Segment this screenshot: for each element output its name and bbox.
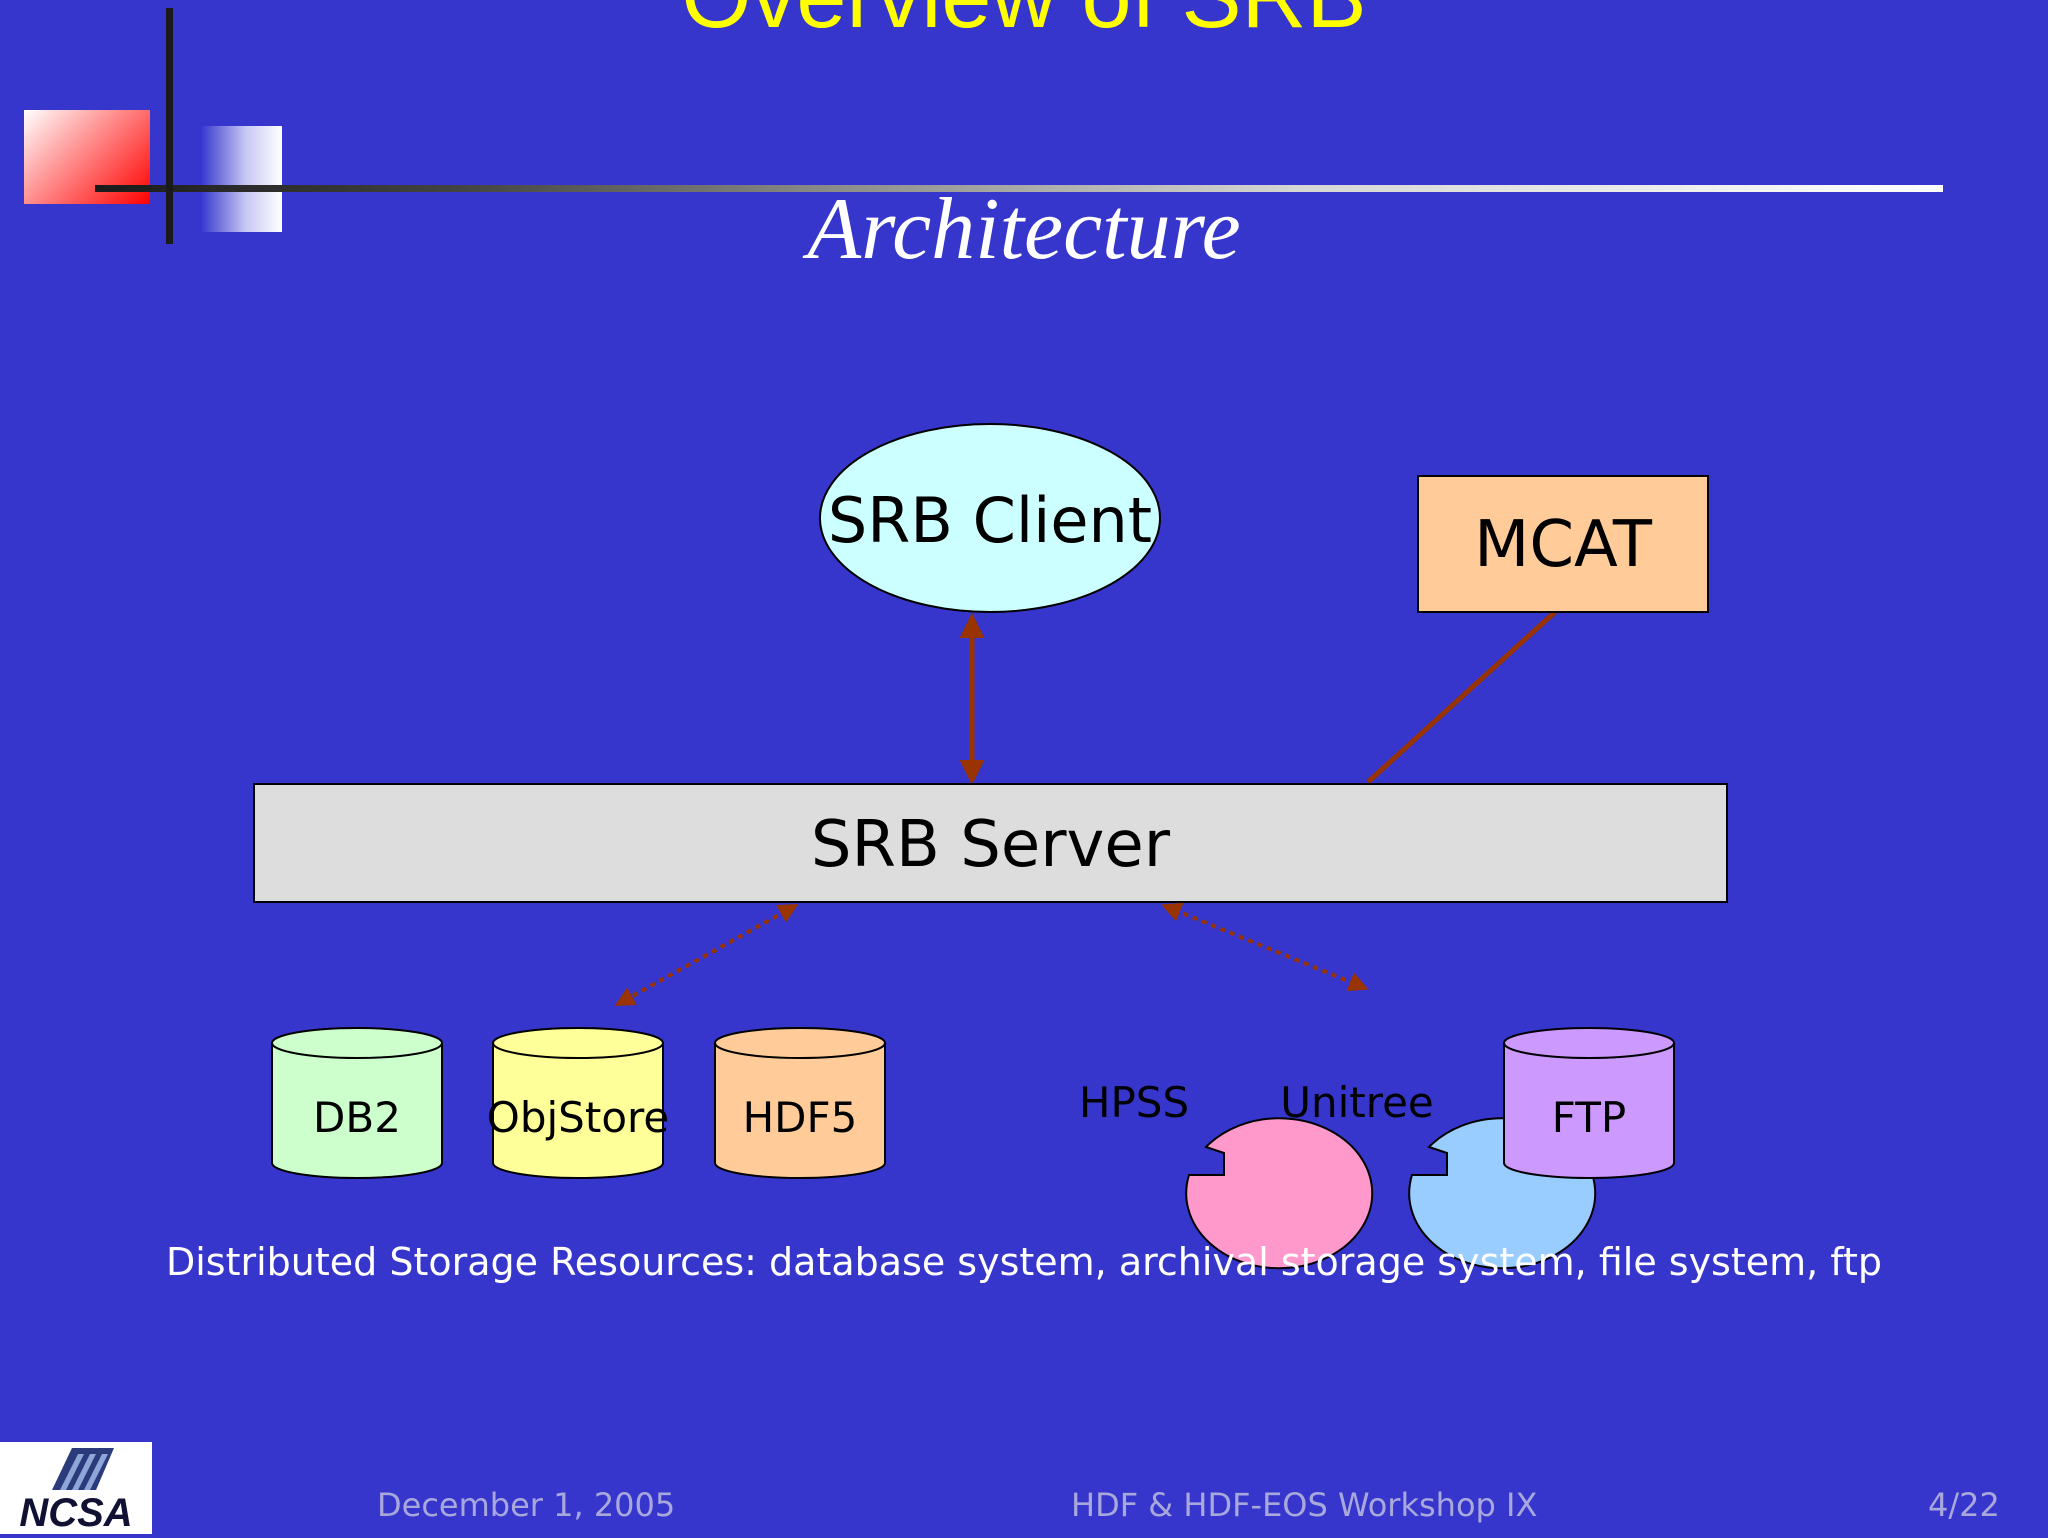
- storage-resources: [271, 1027, 1675, 1270]
- diagram-caption: Distributed Storage Resources: database …: [165, 1240, 1883, 1284]
- resource-objstore-shape: [492, 1027, 664, 1179]
- resource-hpss-label: HPSS: [1078, 1078, 1190, 1127]
- slide-title: Overview of SRB: [0, 0, 2048, 52]
- srb-server-label: SRB Server: [810, 808, 1171, 882]
- footer-date: December 1, 2005: [377, 1486, 676, 1524]
- resource-ftp-label: FTP: [1551, 1093, 1627, 1142]
- server-archives-connector: [1161, 902, 1369, 992]
- resource-objstore-label: ObjStore: [486, 1093, 670, 1142]
- mcat-server-connector: [1366, 610, 1557, 784]
- resource-hpss-shape: [1185, 1117, 1374, 1270]
- title-divider-line: [95, 185, 1943, 192]
- footer-event: HDF & HDF-EOS Workshop IX: [1071, 1486, 1538, 1524]
- footer-page-number: 4/22: [1928, 1486, 2000, 1524]
- srb-client-node: [819, 423, 1161, 613]
- decorative-white-square: [202, 126, 282, 232]
- server-databases-connector: [614, 904, 799, 1006]
- mcat-node: [1417, 475, 1709, 613]
- ncsa-logo: NCSA: [0, 1442, 152, 1535]
- resource-ftp-shape: [1503, 1027, 1675, 1179]
- resource-db2-label: DB2: [313, 1093, 401, 1142]
- vertical-accent-line: [166, 8, 173, 244]
- mcat-label: MCAT: [1474, 508, 1652, 582]
- srb-client-label: SRB Client: [827, 484, 1153, 557]
- resource-hdf5-label: HDF5: [742, 1093, 858, 1142]
- slide-subtitle: Architecture: [807, 181, 1241, 278]
- resource-hdf5-shape: [714, 1027, 886, 1179]
- resource-unitree-label: Unitree: [1280, 1078, 1434, 1127]
- ncsa-logo-text: NCSA: [19, 1491, 132, 1534]
- resource-db2-shape: [271, 1027, 443, 1179]
- srb-server-node: [253, 783, 1728, 903]
